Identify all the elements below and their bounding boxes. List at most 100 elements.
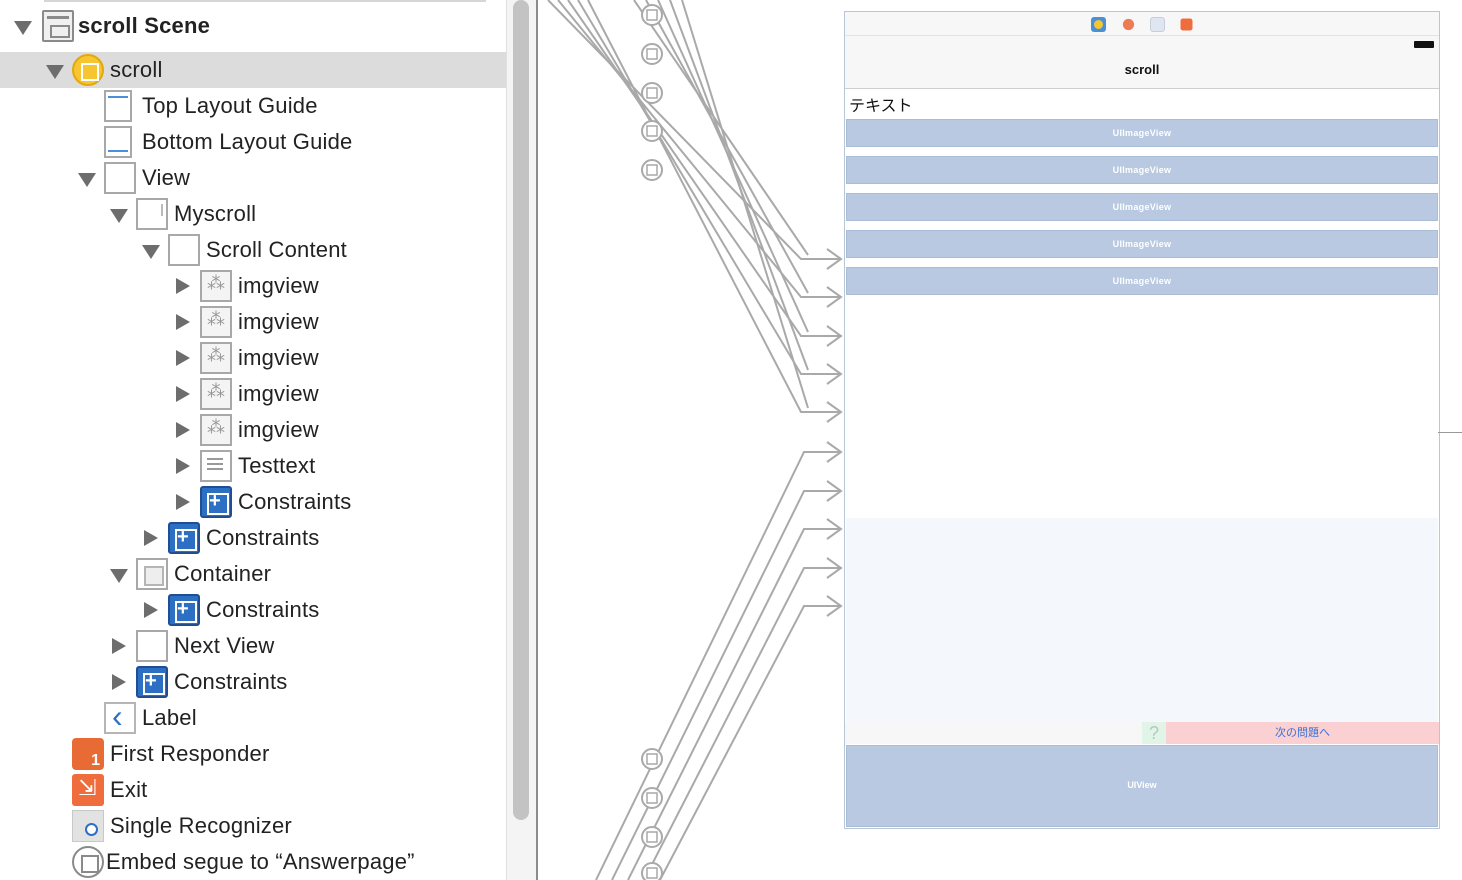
connection-badge-icon[interactable] [641, 82, 663, 104]
connection-badge-icon[interactable] [641, 120, 663, 142]
gesture-recognizer-icon[interactable] [1150, 17, 1165, 32]
outline-row-imgview[interactable]: imgview [0, 376, 506, 412]
connection-line [557, 0, 841, 298]
disclosure-collapsed-icon[interactable] [140, 520, 160, 556]
exit-icon[interactable] [1180, 18, 1193, 31]
scroll-scene-frame[interactable]: scroll テキスト UIImageView UIImageView UIIm… [844, 11, 1440, 829]
navigation-bar[interactable]: scroll [845, 52, 1439, 89]
outline-row-label[interactable]: Label [0, 698, 506, 736]
nav-title: scroll [1124, 62, 1160, 77]
connection-arrowhead [826, 557, 843, 579]
outline-row-imgview[interactable]: imgview [0, 268, 506, 304]
outline-row-view-controller[interactable]: scroll [0, 52, 506, 88]
outline-row-scene[interactable]: scroll Scene [0, 8, 506, 44]
layout-guide-icon [104, 90, 132, 122]
outline-label: Myscroll [174, 201, 257, 226]
test-text-label[interactable]: テキスト [849, 98, 913, 115]
battery-icon [1414, 41, 1434, 48]
outline-row-imgview[interactable]: imgview [0, 340, 506, 376]
connection-line [1438, 432, 1462, 433]
outline-row-imgview[interactable]: imgview [0, 304, 506, 340]
disclosure-collapsed-icon[interactable] [172, 412, 192, 448]
connection-arrowhead [826, 401, 843, 423]
outline-row-scroll-content[interactable]: Scroll Content [0, 232, 506, 268]
connection-badge-icon[interactable] [641, 159, 663, 181]
connection-badge-icon[interactable] [641, 748, 663, 770]
imageview-placeholder[interactable]: UIImageView [846, 230, 1438, 258]
outline-label: Top Layout Guide [142, 93, 318, 118]
placeholder-label: UIImageView [1112, 239, 1172, 249]
disclosure-collapsed-icon[interactable] [172, 340, 192, 376]
disclosure-collapsed-icon[interactable] [108, 628, 128, 664]
disclosure-collapsed-icon[interactable] [140, 592, 160, 628]
image-view-icon [200, 414, 232, 446]
imageview-placeholder[interactable]: UIImageView [846, 193, 1438, 221]
outline-row-myscroll[interactable]: Myscroll [0, 196, 506, 232]
bottom-button-bar: ? 次の問題へ [845, 722, 1439, 744]
connection-arrowhead [826, 325, 843, 347]
outline-label: Single Recognizer [110, 813, 292, 838]
placeholder-label: UIImageView [1112, 128, 1172, 138]
connection-badge-icon[interactable] [641, 862, 663, 880]
outline-row-container[interactable]: Container [0, 556, 506, 592]
disclosure-collapsed-icon[interactable] [172, 484, 192, 520]
outline-row-next-view[interactable]: Next View [0, 628, 506, 664]
outline-label: imgview [238, 309, 319, 334]
outline-row-top-layout-guide[interactable]: Top Layout Guide [0, 88, 506, 124]
disclosure-expanded-icon[interactable] [44, 52, 64, 88]
connection-badge-icon[interactable] [641, 826, 663, 848]
outline-row-constraints[interactable]: Constraints [0, 520, 506, 556]
storyboard-canvas[interactable]: scroll テキスト UIImageView UIImageView UIIm… [538, 0, 1462, 880]
next-question-button[interactable]: 次の問題へ [1166, 722, 1439, 744]
status-bar [845, 36, 1439, 52]
imageview-placeholder[interactable]: UIImageView [846, 156, 1438, 184]
view-icon [168, 234, 200, 266]
gesture-recognizer-icon [72, 810, 104, 842]
help-button[interactable]: ? [1142, 722, 1166, 744]
outline-row-first-responder[interactable]: First Responder [0, 736, 506, 772]
outline-row-exit[interactable]: Exit [0, 772, 506, 808]
outline-label: scroll Scene [78, 13, 211, 38]
split-view-divider[interactable] [536, 0, 538, 880]
connection-badge-icon[interactable] [641, 787, 663, 809]
container-view[interactable] [846, 518, 1438, 722]
disclosure-expanded-icon[interactable] [140, 232, 160, 268]
outline-row-constraints[interactable]: Constraints [0, 592, 506, 628]
connection-badge-icon[interactable] [641, 4, 663, 26]
disclosure-collapsed-icon[interactable] [172, 376, 192, 412]
disclosure-collapsed-icon[interactable] [172, 304, 192, 340]
scene-icon [42, 10, 74, 42]
connection-line [587, 0, 841, 413]
connection-arrowhead [826, 518, 843, 540]
outline-label: View [142, 165, 191, 190]
disclosure-expanded-icon[interactable] [108, 556, 128, 592]
outline-row-view[interactable]: View [0, 160, 506, 196]
outline-row-constraints[interactable]: Constraints [0, 664, 506, 700]
outline-label: imgview [238, 273, 319, 298]
connection-line [595, 451, 841, 880]
outline-top-divider [44, 0, 486, 2]
outline-row-constraints[interactable]: Constraints [0, 484, 506, 520]
disclosure-expanded-icon[interactable] [108, 196, 128, 232]
outline-row-single-recognizer[interactable]: Single Recognizer [0, 808, 506, 844]
outline-label: Bottom Layout Guide [142, 129, 353, 154]
uiview-placeholder[interactable]: UIView [846, 745, 1438, 827]
connection-badge-icon[interactable] [641, 43, 663, 65]
outline-scrollbar-thumb[interactable] [513, 0, 529, 820]
disclosure-collapsed-icon[interactable] [172, 448, 192, 484]
disclosure-collapsed-icon[interactable] [108, 664, 128, 700]
view-controller-icon[interactable] [1091, 17, 1106, 32]
outline-row-imgview[interactable]: imgview [0, 412, 506, 448]
outline-label: Container [174, 561, 272, 586]
disclosure-expanded-icon[interactable] [76, 160, 96, 196]
imageview-placeholder[interactable]: UIImageView [846, 267, 1438, 295]
first-responder-icon[interactable] [1122, 18, 1135, 31]
outline-label: Testtext [238, 453, 316, 478]
outline-row-embed-segue[interactable]: Embed segue to “Answerpage” [0, 844, 506, 880]
outline-row-testtext[interactable]: Testtext [0, 448, 506, 484]
disclosure-expanded-icon[interactable] [12, 8, 32, 44]
connection-line [643, 567, 841, 880]
disclosure-collapsed-icon[interactable] [172, 268, 192, 304]
outline-row-bottom-layout-guide[interactable]: Bottom Layout Guide [0, 124, 506, 160]
imageview-placeholder[interactable]: UIImageView [846, 119, 1438, 147]
